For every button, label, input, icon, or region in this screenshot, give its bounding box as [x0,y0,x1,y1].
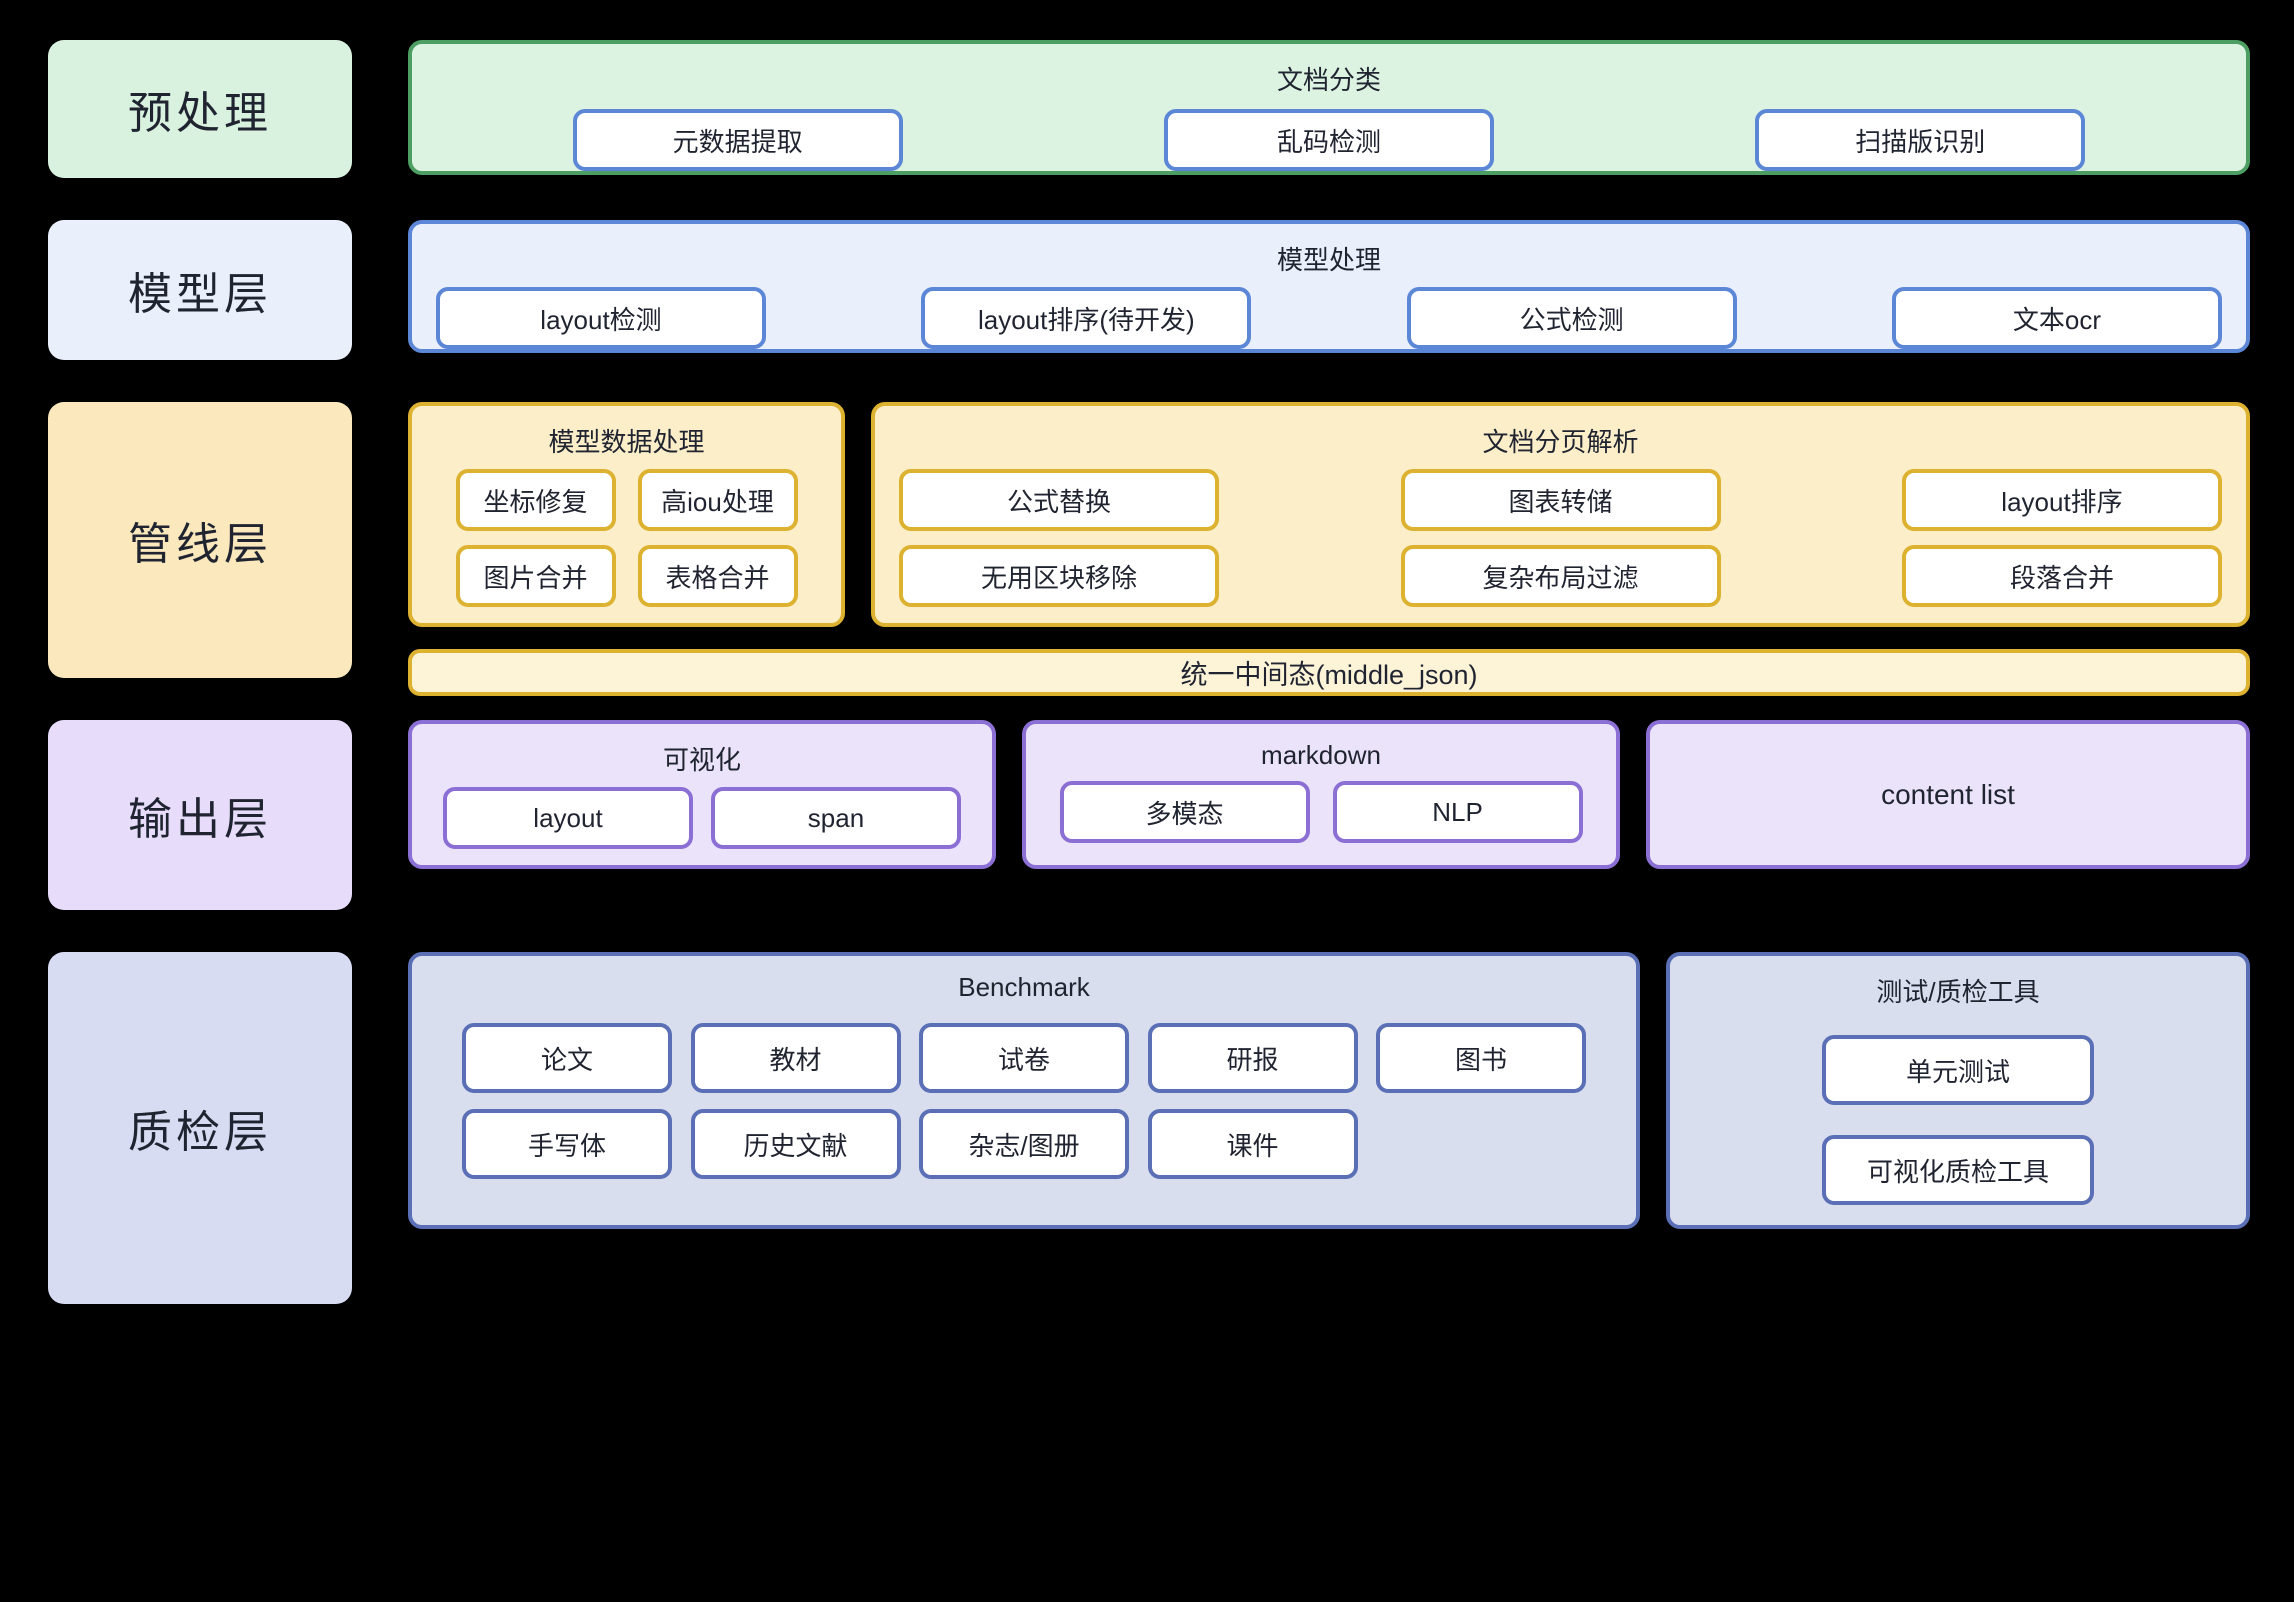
panel-benchmark: Benchmark 论文 教材 试卷 研报 图书 手写体 历史文献 杂志/图册 … [408,952,1640,1229]
layer-label-pipeline: 管线层 [48,402,352,678]
panel-title: markdown [1261,740,1381,770]
chip-layout-sort[interactable]: layout排序 [1902,469,2222,531]
panel-visualization: 可视化 layout span [408,720,996,869]
layer-label-model: 模型层 [48,220,352,360]
panel-title: 模型数据处理 [548,427,705,457]
panel-test-qa-tools: 测试/质检工具 单元测试 可视化质检工具 [1666,952,2250,1229]
layer-row-preprocess: 预处理 文档分类 元数据提取 乱码检测 扫描版识别 [48,40,2250,178]
chip-paragraph-merge[interactable]: 段落合并 [1902,545,2222,607]
layer-row-pipeline: 管线层 模型数据处理 坐标修复 高iou处理 图片合并 表格合并 文档分页解析 … [48,402,2250,696]
panel-row: 模型数据处理 坐标修复 高iou处理 图片合并 表格合并 文档分页解析 公式替换… [408,402,2250,627]
chip-table-merge[interactable]: 表格合并 [637,545,798,607]
chip-grid: layout检测 layout排序(待开发) 公式检测 文本ocr [412,283,2246,349]
layer-row-model: 模型层 模型处理 layout检测 layout排序(待开发) 公式检测 文本o… [48,220,2250,360]
panel-row: 模型处理 layout检测 layout排序(待开发) 公式检测 文本ocr [408,220,2250,353]
layer-body-preprocess: 文档分类 元数据提取 乱码检测 扫描版识别 [408,40,2250,178]
chip-textbook[interactable]: 教材 [690,1023,901,1093]
layer-label-text: 输出层 [128,795,272,844]
panel-content-list[interactable]: content list [1646,720,2250,869]
panel-content-list-label: content list [1881,778,2015,810]
layer-label-output: 输出层 [48,720,352,910]
chip-layout-ordering[interactable]: layout排序(待开发) [921,287,1252,349]
layer-label-text: 预处理 [128,89,272,138]
layer-body-model: 模型处理 layout检测 layout排序(待开发) 公式检测 文本ocr [408,220,2250,360]
chip-paper[interactable]: 论文 [462,1023,672,1093]
chip-visual-qa-tool[interactable]: 可视化质检工具 [1822,1135,2094,1205]
chip-research-report[interactable]: 研报 [1147,1023,1358,1093]
chip-layout[interactable]: layout [443,787,693,849]
chip-courseware[interactable]: 课件 [1147,1109,1358,1179]
layer-body-output: 可视化 layout span markdown 多模态 NLP content… [408,720,2250,910]
chip-layout-detection[interactable]: layout检测 [436,287,766,349]
chip-useless-block-removal[interactable]: 无用区块移除 [899,545,1219,607]
layer-body-pipeline: 模型数据处理 坐标修复 高iou处理 图片合并 表格合并 文档分页解析 公式替换… [408,402,2250,696]
panel-title: 模型处理 [1276,245,1381,275]
chip-high-iou-handling[interactable]: 高iou处理 [637,469,798,531]
chip-image-merge[interactable]: 图片合并 [455,545,616,607]
layer-label-text: 质检层 [128,1108,272,1157]
layer-label-text: 模型层 [128,270,272,319]
chip-historical-document[interactable]: 历史文献 [690,1109,901,1179]
chip-grid: layout span [412,783,992,865]
layer-label-qa: 质检层 [48,952,352,1304]
chip-grid: 坐标修复 高iou处理 图片合并 表格合并 [412,465,841,623]
chip-grid: 单元测试 可视化质检工具 [1670,1015,2246,1225]
layer-label-preprocess: 预处理 [48,40,352,178]
panel-doc-classification: 文档分类 元数据提取 乱码检测 扫描版识别 [408,40,2250,175]
panel-title: 可视化 [662,745,741,775]
chip-magazine-album[interactable]: 杂志/图册 [919,1109,1129,1179]
panel-title: 文档分页解析 [1482,427,1639,457]
layer-body-qa: Benchmark 论文 教材 试卷 研报 图书 手写体 历史文献 杂志/图册 … [408,952,2250,1304]
panel-markdown: markdown 多模态 NLP [1022,720,1620,869]
chip-nlp[interactable]: NLP [1332,781,1583,843]
panel-doc-page-parsing: 文档分页解析 公式替换 图表转储 layout排序 无用区块移除 复杂布局过滤 … [871,402,2250,627]
panel-row: Benchmark 论文 教材 试卷 研报 图书 手写体 历史文献 杂志/图册 … [408,952,2250,1229]
chip-multimodal[interactable]: 多模态 [1059,781,1310,843]
chip-formula-detection[interactable]: 公式检测 [1406,287,1737,349]
chip-metadata-extraction[interactable]: 元数据提取 [572,109,903,171]
chip-complex-layout-filter[interactable]: 复杂布局过滤 [1400,545,1721,607]
chip-coordinate-repair[interactable]: 坐标修复 [455,469,616,531]
chip-grid: 元数据提取 乱码检测 扫描版识别 [412,103,2246,171]
chip-grid: 多模态 NLP [1026,777,1616,859]
chip-formula-replace[interactable]: 公式替换 [899,469,1219,531]
chip-garbled-detection[interactable]: 乱码检测 [1163,109,1494,171]
chip-grid: 公式替换 图表转储 layout排序 无用区块移除 复杂布局过滤 段落合并 [875,465,2246,623]
layer-row-output: 输出层 可视化 layout span markdown 多模态 NLP [48,720,2250,910]
panel-model-processing: 模型处理 layout检测 layout排序(待开发) 公式检测 文本ocr [408,220,2250,353]
panel-title: 测试/质检工具 [1876,977,2040,1007]
chip-handwriting[interactable]: 手写体 [462,1109,672,1179]
panel-row: 文档分类 元数据提取 乱码检测 扫描版识别 [408,40,2250,175]
chip-unit-test[interactable]: 单元测试 [1822,1035,2094,1105]
layer-label-text: 管线层 [128,520,272,569]
chip-scanned-recognition[interactable]: 扫描版识别 [1755,109,2086,171]
chip-grid: 论文 教材 试卷 研报 图书 手写体 历史文献 杂志/图册 课件 [412,1009,1636,1199]
chip-span[interactable]: span [711,787,961,849]
panel-title: Benchmark [958,972,1090,1002]
chip-chart-dump[interactable]: 图表转储 [1400,469,1721,531]
chip-book[interactable]: 图书 [1376,1023,1586,1093]
panel-row: 可视化 layout span markdown 多模态 NLP content… [408,720,2250,869]
panel-title: 文档分类 [1276,65,1381,95]
layer-row-qa: 质检层 Benchmark 论文 教材 试卷 研报 图书 手写体 历史文献 杂志… [48,952,2250,1304]
chip-text-ocr[interactable]: 文本ocr [1891,287,2222,349]
unified-middle-json-bar[interactable]: 统一中间态(middle_json) [408,649,2250,696]
panel-model-data-processing: 模型数据处理 坐标修复 高iou处理 图片合并 表格合并 [408,402,845,627]
chip-exam-paper[interactable]: 试卷 [919,1023,1129,1093]
